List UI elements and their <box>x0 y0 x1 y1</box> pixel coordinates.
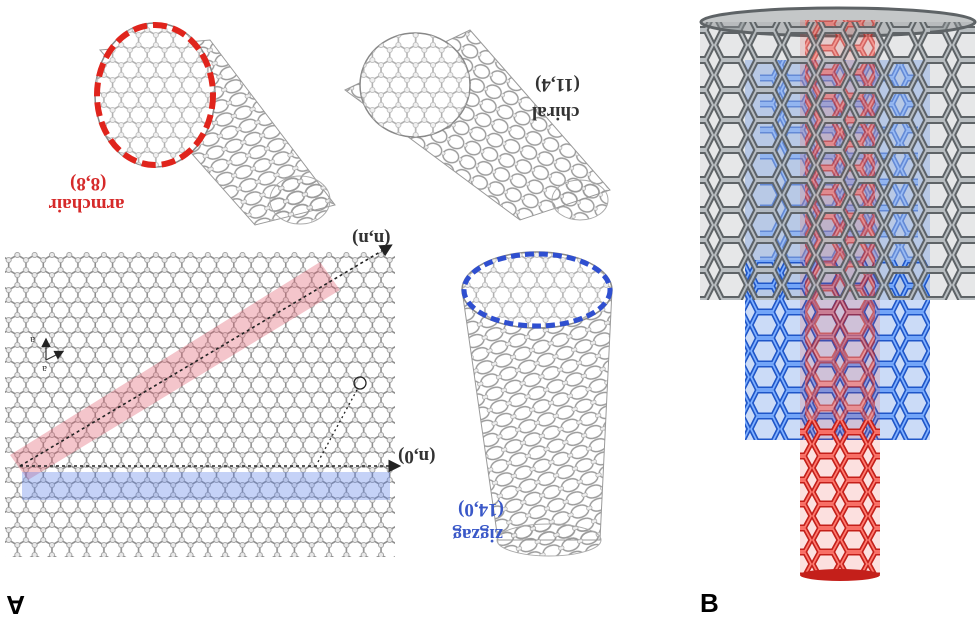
panel-b-letter: B <box>700 588 719 617</box>
panel-a-letter: A <box>6 590 25 617</box>
chiral-endpoint <box>353 376 367 390</box>
armchair-nanotube <box>94 22 336 226</box>
unit-vectors: a a <box>30 334 65 375</box>
zigzag-index-label: (14,0) <box>458 499 504 520</box>
zigzag-word-label: zigzag <box>452 524 503 545</box>
zigzag-nanotube <box>461 251 613 557</box>
graphene-sheet <box>5 252 395 557</box>
armchair-rim <box>94 22 216 168</box>
armchair-word-label: armchair <box>48 194 125 215</box>
chiral-word-label: chiral <box>532 102 580 123</box>
unit-vector-a1: a <box>30 334 35 346</box>
chiral-index-label: (11,4) <box>535 74 580 95</box>
vector-n-0-label: (n,0) <box>398 446 435 467</box>
armchair-index-label: (8,8) <box>70 173 106 194</box>
panel-b: B <box>699 6 977 617</box>
zigzag-rim <box>461 251 613 329</box>
vector-n-n-label: (n,n) <box>352 228 391 249</box>
zigzag-strip <box>22 472 390 500</box>
chiral-nanotube <box>344 29 611 221</box>
unit-vector-a2: a <box>42 363 47 375</box>
armchair-strip <box>10 262 340 480</box>
panel-a: a a (n,n) (n,0) (8,8) armchair (11,4) ch… <box>5 22 613 617</box>
chiral-vector <box>317 387 359 463</box>
